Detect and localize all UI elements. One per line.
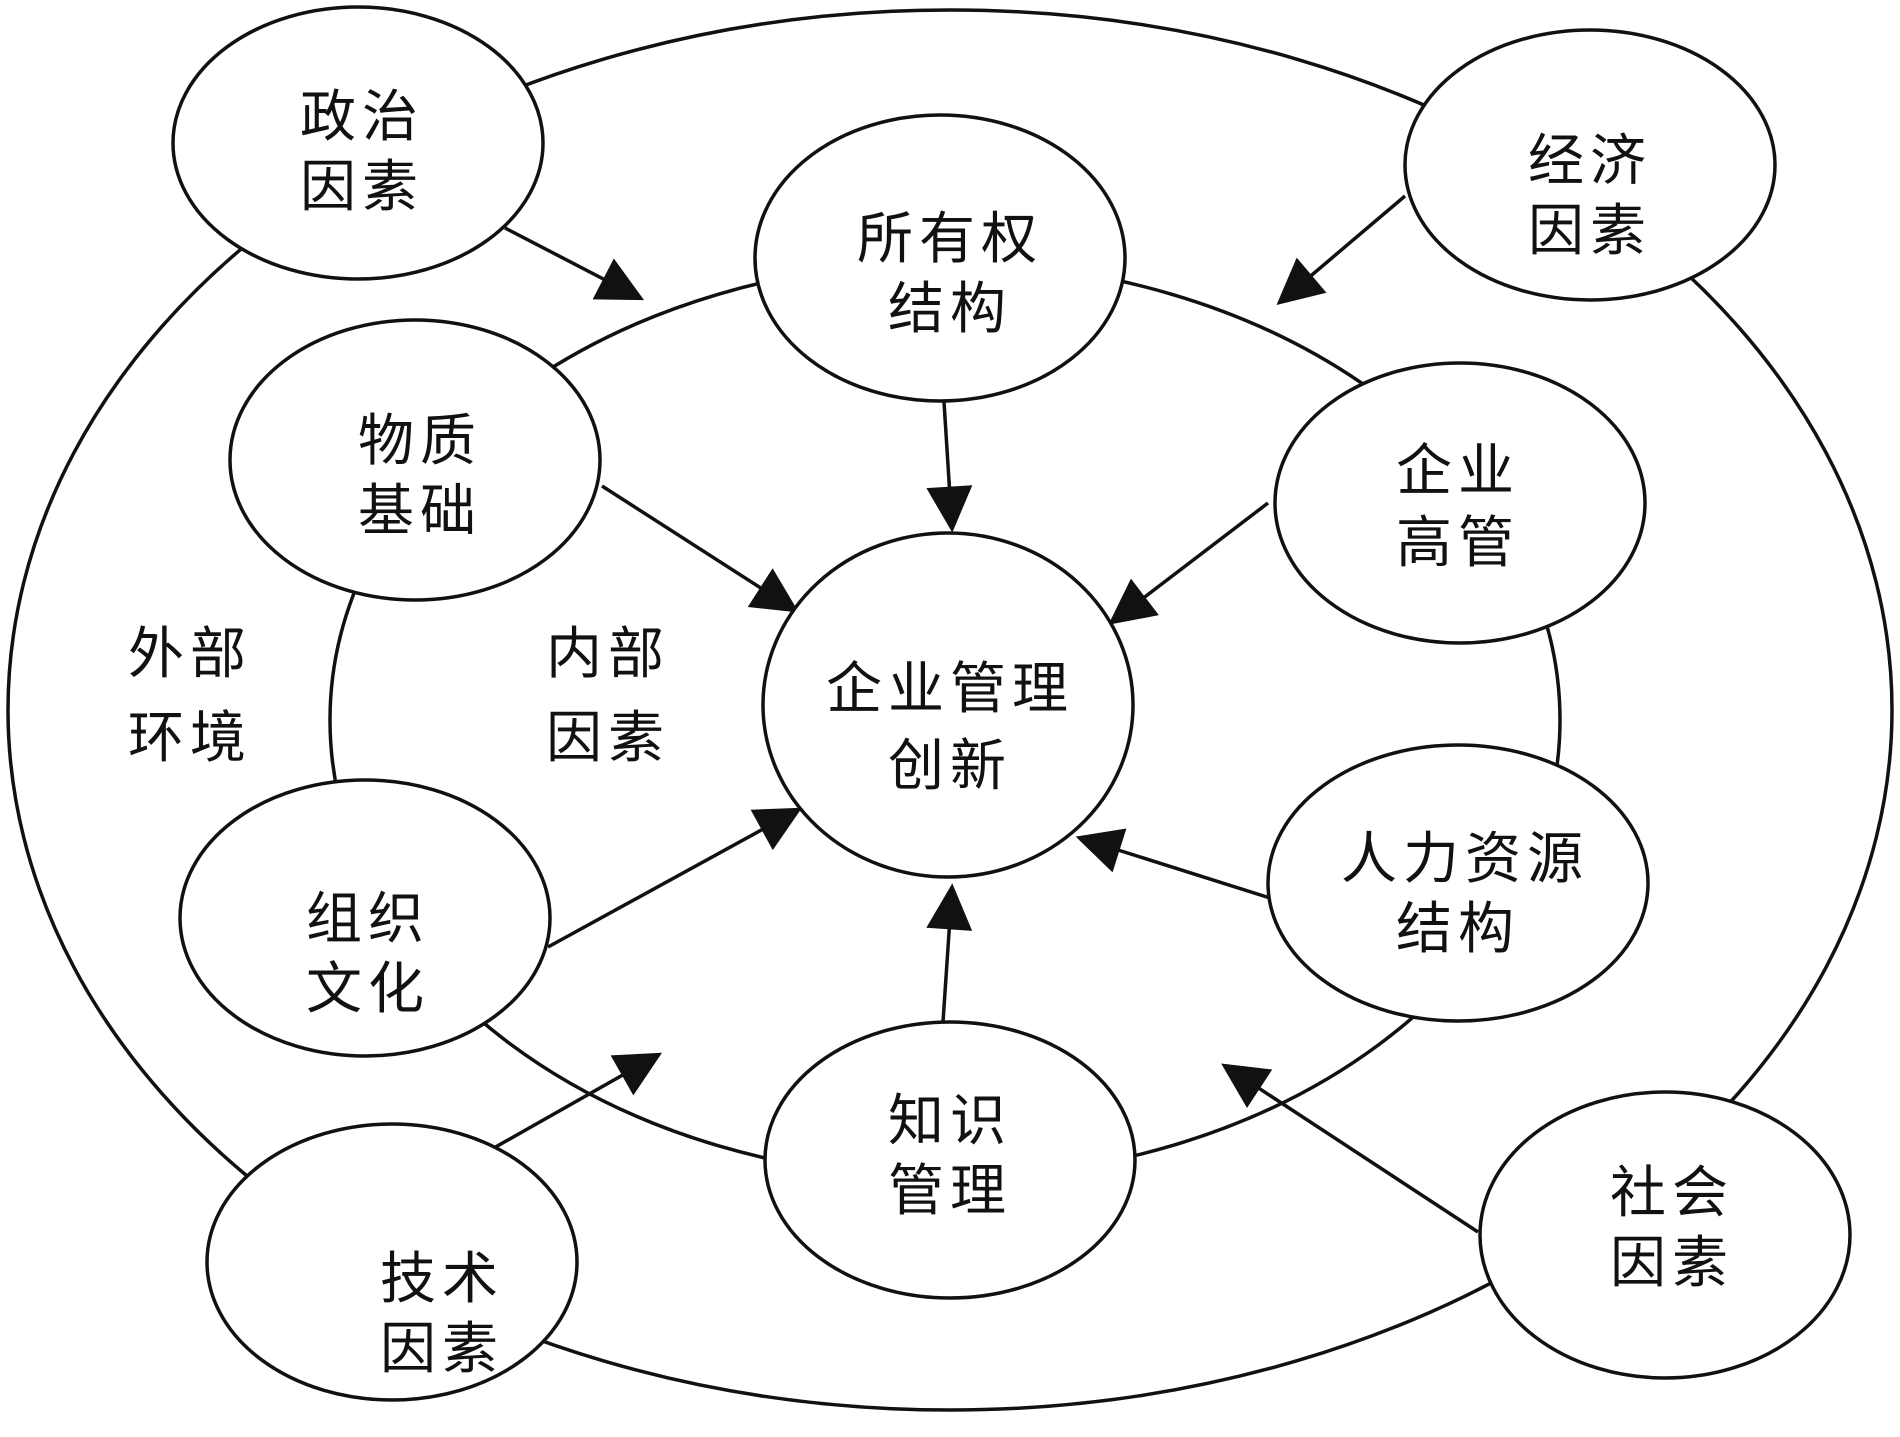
svg-text:因素: 因素 (380, 1317, 504, 1382)
svg-text:企业: 企业 (1396, 439, 1520, 504)
svg-text:结构: 结构 (888, 277, 1012, 342)
svg-text:政治: 政治 (300, 85, 424, 150)
political-node: 政治 因素 (171, 5, 545, 281)
executives-node: 企业 高管 (1273, 361, 1647, 645)
inner-factors-label: 内部 (546, 622, 670, 687)
social-node: 社会 因素 (1478, 1090, 1852, 1380)
outer-environment-label: 外部 (128, 622, 252, 687)
economic-node: 经济 因素 (1403, 28, 1777, 302)
svg-text:结构: 结构 (1396, 897, 1520, 962)
culture-node: 组织 文化 (178, 778, 552, 1058)
svg-text:基础: 基础 (358, 479, 482, 544)
arrow-executives (1108, 501, 1270, 625)
svg-text:高管: 高管 (1396, 511, 1520, 576)
arrow-social (1221, 1063, 1479, 1234)
arrow-knowledge (926, 883, 973, 1023)
svg-text:知识: 知识 (888, 1089, 1012, 1154)
svg-text:管理: 管理 (888, 1159, 1012, 1224)
arrow-ownership (926, 401, 973, 533)
technical-node: 技术 因素 (205, 1122, 579, 1402)
material-node: 物质 基础 (228, 318, 602, 602)
svg-text:所有权: 所有权 (857, 207, 1043, 272)
svg-text:因素: 因素 (1528, 199, 1652, 264)
knowledge-node: 知识 管理 (763, 1020, 1137, 1300)
svg-text:创新: 创新 (888, 734, 1012, 799)
arrow-political (504, 226, 645, 301)
svg-text:因素: 因素 (300, 155, 424, 220)
svg-text:组织: 组织 (306, 887, 430, 952)
arrow-material (601, 484, 799, 613)
svg-text:经济: 经济 (1528, 129, 1652, 194)
arrow-economic (1276, 194, 1407, 305)
svg-text:社会: 社会 (1610, 1161, 1734, 1226)
hr-node: 人力资源 结构 (1266, 743, 1650, 1023)
svg-text:企业管理: 企业管理 (826, 657, 1074, 722)
svg-text:人力资源: 人力资源 (1341, 827, 1589, 892)
svg-text:文化: 文化 (306, 957, 430, 1022)
center-node: 企业管理 创新 (761, 531, 1135, 879)
svg-text:物质: 物质 (358, 409, 482, 474)
outer-environment-ring (6, 8, 1894, 1412)
ownership-node: 所有权 结构 (753, 113, 1127, 403)
arrow-hr (1075, 828, 1271, 900)
svg-text:因素: 因素 (1610, 1231, 1734, 1296)
outer-environment-label-line2: 环境 (128, 706, 252, 771)
inner-factors-label-line2: 因素 (546, 706, 670, 771)
svg-text:技术: 技术 (380, 1247, 504, 1312)
arrow-culture (547, 807, 803, 949)
